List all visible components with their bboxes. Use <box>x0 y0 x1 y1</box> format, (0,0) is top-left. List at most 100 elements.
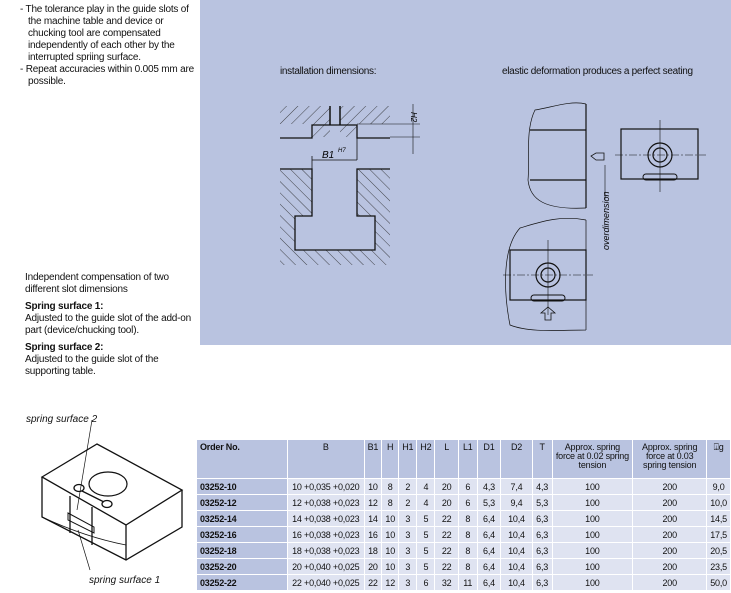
table-cell: 22 <box>364 574 383 591</box>
spring1-title: Spring surface 1: <box>25 301 104 312</box>
table-cell: 6 <box>458 478 478 495</box>
spring2-title: Spring surface 2: <box>25 342 104 353</box>
col-order-no: Order No. <box>197 440 288 479</box>
table-cell: 200 <box>632 558 708 575</box>
table-cell: 10 <box>364 478 383 495</box>
table-cell: 6,3 <box>532 542 553 559</box>
table-cell: 8 <box>381 494 400 511</box>
table-cell: 22 <box>434 542 459 559</box>
h2-label: H2 <box>409 112 418 123</box>
table-cell: 100 <box>552 526 634 543</box>
table-cell: 14,5 <box>706 510 731 527</box>
col-b1: B1 <box>364 440 383 479</box>
table-cell: 50,0 <box>706 574 731 591</box>
table-cell: 20,5 <box>706 542 731 559</box>
table-cell: 10,4 <box>500 574 533 591</box>
installation-drawing <box>280 104 420 265</box>
table-cell: 100 <box>552 542 634 559</box>
intro-text: - The tolerance play in the guide slots … <box>20 4 198 88</box>
table-cell: 10,4 <box>500 510 533 527</box>
order-number-cell: 03252-14 <box>197 510 288 527</box>
table-header: Order No. B B1 H H1 H2 L L1 D1 D2 T Appr… <box>197 440 731 479</box>
table-cell: 6,4 <box>477 558 502 575</box>
col-force-002: Approx. spring force at 0.02 spring tens… <box>552 440 634 479</box>
table-cell: 5 <box>416 542 436 559</box>
table-cell: 8 <box>458 510 478 527</box>
table-cell: 2 <box>398 478 418 495</box>
table-cell: 200 <box>632 494 708 511</box>
table-cell: 10 <box>381 526 400 543</box>
table-cell: 5 <box>416 526 436 543</box>
table-cell: 6,3 <box>532 510 553 527</box>
compensation-intro: Independent compensation of two differen… <box>25 272 169 295</box>
weight-icon: ⍗ <box>713 442 719 452</box>
table-cell: 7,4 <box>500 478 533 495</box>
table-cell: 6,4 <box>477 574 502 591</box>
table-cell: 12 +0,038 +0,023 <box>287 494 365 511</box>
table-cell: 6,3 <box>532 558 553 575</box>
table-cell: 100 <box>552 494 634 511</box>
table-cell: 20 +0,040 +0,025 <box>287 558 365 575</box>
col-force-003: Approx. spring force at 0.03 spring tens… <box>632 440 708 479</box>
col-h2: H2 <box>416 440 436 479</box>
table-cell: 23,5 <box>706 558 731 575</box>
table-cell: 10 <box>381 558 400 575</box>
spring-surface-1-label: spring surface 1 <box>89 575 161 586</box>
bullet-text: Repeat accuracies within 0.005 mm are po… <box>25 64 194 87</box>
table-cell: 10 <box>381 542 400 559</box>
spring-surface-2-label: spring surface 2 <box>26 414 98 425</box>
table-cell: 3 <box>398 526 418 543</box>
b1-label: B1 <box>322 150 334 161</box>
table-cell: 20 <box>434 494 459 511</box>
table-cell: 11 <box>458 574 478 591</box>
table-cell: 10,4 <box>500 558 533 575</box>
spring1-text: Adjusted to the guide slot of the add-on… <box>25 313 192 336</box>
table-cell: 9,4 <box>500 494 533 511</box>
table-cell: 6,3 <box>532 574 553 591</box>
table-cell: 8 <box>458 526 478 543</box>
installation-caption: installation dimensions: <box>280 66 377 77</box>
table-cell: 200 <box>632 574 708 591</box>
table-cell: 16 <box>364 526 383 543</box>
table-cell: 4 <box>416 494 436 511</box>
table-cell: 6,4 <box>477 542 502 559</box>
col-d1: D1 <box>477 440 502 479</box>
table-cell: 22 <box>434 558 459 575</box>
table-cell: 3 <box>398 558 418 575</box>
table-cell: 16 +0,038 +0,023 <box>287 526 365 543</box>
table-cell: 10,4 <box>500 542 533 559</box>
table-cell: 3 <box>398 510 418 527</box>
table-cell: 12 <box>381 574 400 591</box>
table-cell: 100 <box>552 558 634 575</box>
intro-bullet: - Repeat accuracies within 0.005 mm are … <box>20 64 194 87</box>
elastic-caption: elastic deformation produces a perfect s… <box>502 66 693 77</box>
table-cell: 5,3 <box>532 494 553 511</box>
order-number-cell: 03252-16 <box>197 526 288 543</box>
table-cell: 8 <box>458 558 478 575</box>
diagram-panel: installation dimensions: elastic deforma… <box>200 0 731 345</box>
table-cell: 8 <box>458 542 478 559</box>
table-cell: 14 <box>364 510 383 527</box>
order-number-cell: 03252-20 <box>197 558 288 575</box>
col-l1: L1 <box>458 440 478 479</box>
col-d2: D2 <box>500 440 533 479</box>
b1-tolerance: H7 <box>338 148 346 154</box>
col-h: H <box>381 440 400 479</box>
table-cell: 17,5 <box>706 526 731 543</box>
table-cell: 18 <box>364 542 383 559</box>
col-weight: ⍗g <box>706 440 731 479</box>
table-cell: 6,4 <box>477 526 502 543</box>
table-cell: 6 <box>416 574 436 591</box>
table-cell: 3 <box>398 542 418 559</box>
col-h1: H1 <box>398 440 418 479</box>
table-cell: 4,3 <box>532 478 553 495</box>
table-cell: 5 <box>416 510 436 527</box>
intro-bullet: - The tolerance play in the guide slots … <box>20 4 189 63</box>
